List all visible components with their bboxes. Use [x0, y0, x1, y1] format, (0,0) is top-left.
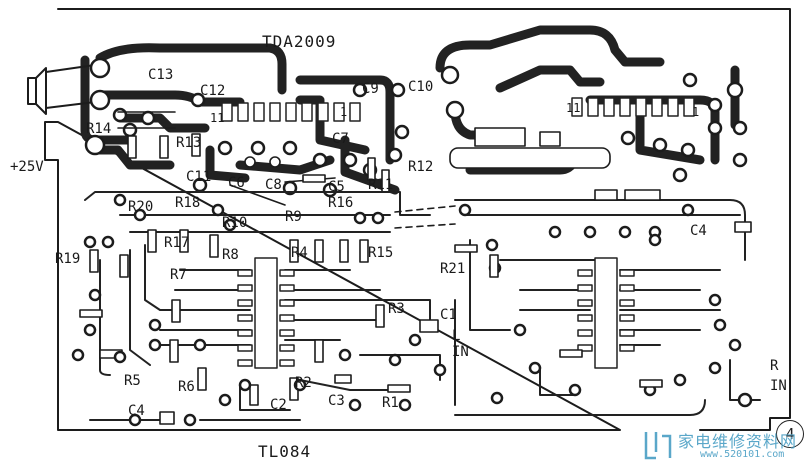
right-input-label: R IN	[770, 358, 787, 394]
figure-number: 4	[776, 420, 804, 448]
pin-11-left: 11	[210, 111, 225, 125]
label-r2: R2	[295, 375, 312, 391]
resistors-bottom-left	[79, 229, 439, 425]
pads-top-right	[440, 65, 748, 183]
dashed-link-2	[394, 223, 456, 229]
label-r8: R8	[222, 247, 239, 263]
label-r20: R20	[128, 199, 154, 215]
dashed-link	[394, 205, 456, 213]
label-c10: C10	[408, 79, 434, 95]
label-c1: C1	[440, 307, 457, 323]
tda2009-right-pins	[571, 97, 695, 117]
label-r21: R21	[440, 261, 466, 277]
watermark-logo-icon	[644, 432, 672, 460]
tl084-left-pins	[237, 269, 295, 367]
label-r18: R18	[175, 195, 201, 211]
pin-11-right: 11	[566, 101, 581, 115]
label-r11: R11	[368, 177, 394, 193]
label-c4-right: C4	[690, 223, 707, 239]
label-c13: C13	[148, 67, 174, 83]
left-input-label: L IN	[452, 328, 469, 360]
tda2009-left-pins	[221, 102, 361, 122]
label-c12: C12	[200, 83, 226, 99]
top-right-islands	[449, 127, 611, 169]
watermark-url: www.520101.com	[700, 449, 785, 460]
tl084-right-body	[594, 257, 618, 369]
label-r13: R13	[176, 135, 202, 151]
label-r7: R7	[170, 267, 187, 283]
label-r19: R19	[55, 251, 81, 267]
label-c6: C6	[228, 175, 245, 191]
pads-bottom-left	[71, 193, 447, 427]
label-r3: R3	[388, 301, 405, 317]
watermark: 家电维修资料网 www.520101.com	[640, 424, 800, 466]
tl084-label: TL084	[258, 442, 312, 461]
label-r16: R16	[328, 195, 354, 211]
label-r12: R12	[408, 159, 434, 175]
top-left-copper	[80, 43, 400, 195]
label-r15: R15	[368, 245, 394, 261]
tl084-left-body	[254, 257, 278, 369]
watermark-text: 家电维修资料网	[678, 432, 798, 451]
label-r5: R5	[124, 373, 141, 389]
label-r6: R6	[178, 379, 195, 395]
speaker-icon	[27, 64, 96, 115]
label-c11: C11	[186, 169, 212, 185]
label-c8: C8	[265, 177, 282, 193]
label-c5: C5	[328, 179, 345, 195]
components-bottom-right	[454, 189, 752, 388]
tl084-right-pins	[577, 269, 635, 352]
label-c4: C4	[128, 403, 145, 419]
label-r9: R9	[285, 209, 302, 225]
label-r10: R10	[222, 215, 248, 231]
board-outline	[44, 8, 791, 431]
label-c9: C9	[362, 81, 379, 97]
label-r1: R1	[382, 395, 399, 411]
label-c7: C7	[332, 131, 349, 147]
components-top-left	[117, 111, 390, 206]
supply-voltage-label: +25V	[10, 159, 44, 175]
pads-bottom-right	[458, 203, 753, 408]
label-c3: C3	[328, 393, 345, 409]
label-c2: C2	[270, 397, 287, 413]
bottom-left-copper	[84, 191, 441, 421]
label-r4: R4	[291, 245, 308, 261]
label-r17: R17	[164, 235, 190, 251]
pin-1-right: 1	[692, 105, 700, 119]
label-r14: R14	[86, 121, 112, 137]
tda2009-label: TDA2009	[262, 32, 337, 51]
pin-1-left: 1	[340, 105, 348, 119]
